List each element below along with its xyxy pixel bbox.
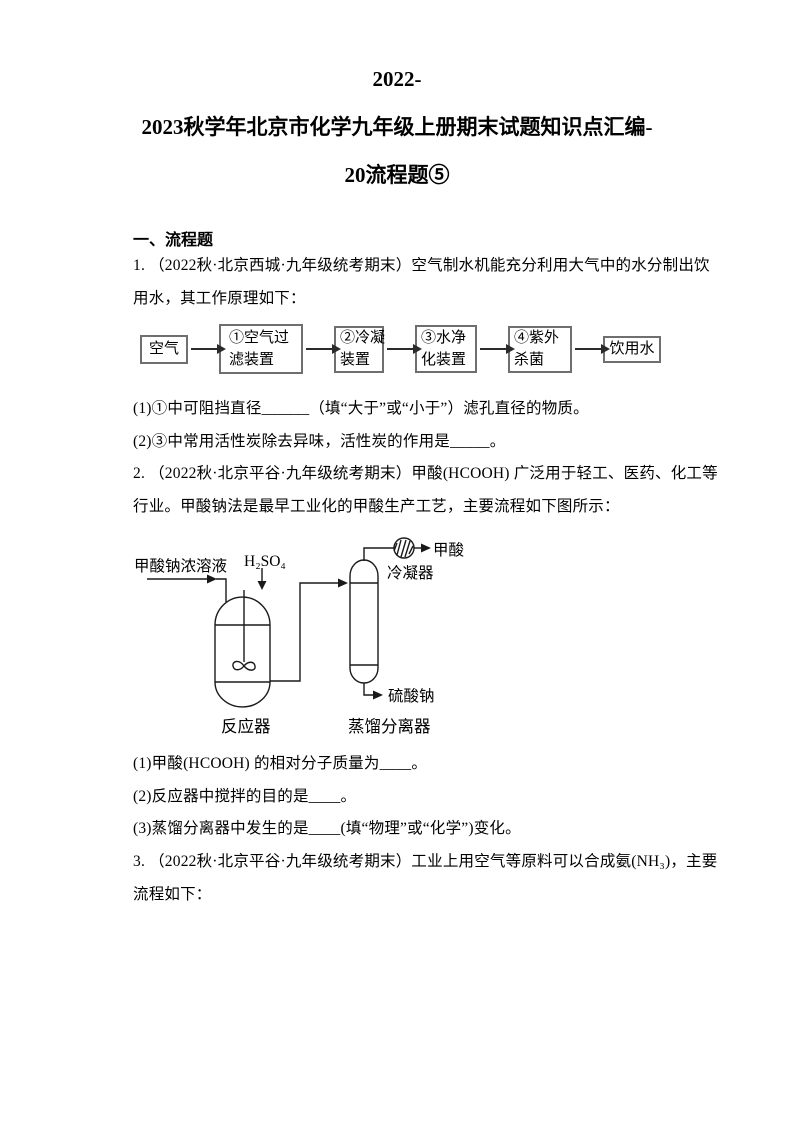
- q2-process-diagram: 甲酸钠浓溶液 H₂SO₄ 甲酸 冷凝器 硫酸钠 反应器 蒸馏分离器: [134, 537, 465, 736]
- arrow-icon: [373, 690, 383, 700]
- feed-label: 甲酸钠浓溶液: [134, 557, 227, 575]
- condenser-hatch: [400, 539, 407, 558]
- title-line-3: 20流程题⑤: [344, 163, 450, 187]
- flow-node-label: 空气: [148, 341, 179, 357]
- arrow-icon: [338, 578, 348, 588]
- flow-node-label: 饮用水: [609, 341, 655, 357]
- flow-node-air-filter: ①空气过 滤装置: [219, 324, 303, 374]
- flow-node-water-purifier: ③水净 化装置: [415, 325, 477, 373]
- byproduct-label: 硫酸钠: [388, 687, 435, 705]
- section-heading: 一、流程题: [133, 232, 214, 249]
- flow-node-condenser: ②冷凝 装置: [334, 325, 386, 373]
- arrow-icon: [207, 574, 217, 584]
- q2-part-1: (1)甲酸(HCOOH) 的相对分子质量为____。: [133, 755, 428, 772]
- flow-node-label: 化装置: [421, 352, 467, 368]
- reactor-outlet-pipe: [270, 582, 339, 682]
- q1-flowchart: 空气 ①空气过 滤装置 ②冷凝 装置 ③水净 化装置 ④紫外 杀菌 饮用水: [140, 322, 661, 376]
- flow-node-label: ①空气过: [229, 330, 290, 346]
- flow-arrow-icon: [306, 344, 341, 354]
- q1-stem-line-2: 用水，其工作原理如下：: [133, 290, 306, 307]
- q1-part-1: (1)①中可阻挡直径______（填“大于”或“小于”）滤孔直径的物质。: [133, 400, 589, 417]
- flow-node-label: ②冷凝: [340, 330, 386, 346]
- condenser-hatch: [404, 540, 411, 558]
- byproduct-pipe: [363, 683, 374, 696]
- title-line-2: 2023秋学年北京市化学九年级上册期末试题知识点汇编-: [141, 115, 653, 139]
- flow-node-drinking-water: 饮用水: [603, 335, 661, 363]
- flow-node-label: ③水净: [421, 330, 467, 346]
- condenser-label: 冷凝器: [387, 564, 434, 582]
- flow-arrow-icon: [575, 344, 610, 354]
- q1-stem-line-1: 1. （2022秋·北京西城·九年级统考期末）空气制水机能充分利用大气中的水分制…: [133, 257, 710, 274]
- arrow-icon: [257, 581, 267, 590]
- document-title: 2022- 2023秋学年北京市化学九年级上册期末试题知识点汇编- 20流程题⑤: [0, 55, 794, 199]
- q3-stem-line-1: 3. （2022秋·北京平谷·九年级统考期末）工业上用空气等原料可以合成氨(NH…: [133, 853, 718, 870]
- title-line-1: 2022-: [372, 67, 422, 91]
- product-label: 甲酸: [433, 541, 465, 559]
- reactor-vessel: [214, 596, 271, 708]
- condenser-hatch: [408, 545, 414, 555]
- reactor-label: 反应器: [221, 717, 271, 736]
- flow-arrow-icon: [387, 344, 422, 354]
- column-label: 蒸馏分离器: [348, 717, 431, 736]
- q2-part-2: (2)反应器中搅拌的目的是____。: [133, 788, 357, 805]
- flow-arrow-icon: [480, 344, 515, 354]
- q2-stem-line-2: 行业。甲酸钠法是最早工业化的甲酸生产工艺，主要流程如下图所示：: [133, 498, 620, 515]
- distillation-column: [349, 559, 379, 684]
- flow-node-label: 滤装置: [229, 352, 275, 368]
- flow-node-air: 空气: [140, 334, 188, 364]
- flow-node-label: ④紫外: [514, 330, 560, 346]
- stirrer-propeller-icon: [232, 660, 256, 671]
- feed-pipe-bend: [216, 578, 227, 602]
- arrow-icon: [421, 543, 431, 553]
- flow-node-label: 装置: [340, 352, 371, 368]
- column-top-pipe: [363, 547, 394, 561]
- condenser-hatch: [396, 539, 402, 556]
- q2-stem-line-1: 2. （2022秋·北京平谷·九年级统考期末）甲酸(HCOOH) 广泛用于轻工、…: [133, 465, 718, 482]
- flow-node-uv-sterilize: ④紫外 杀菌: [508, 325, 572, 373]
- q3-stem-line-2: 流程如下：: [133, 886, 212, 903]
- reagent-label: H₂SO₄: [244, 553, 286, 570]
- flow-node-label: 杀菌: [514, 352, 545, 368]
- flow-arrow-icon: [191, 344, 226, 354]
- q1-part-2: (2)③中常用活性炭除去异味，活性炭的作用是_____。: [133, 433, 506, 450]
- condenser-hatch: [393, 542, 398, 552]
- q2-part-3: (3)蒸馏分离器中发生的是____(填“物理”或“化学”)变化。: [133, 820, 521, 837]
